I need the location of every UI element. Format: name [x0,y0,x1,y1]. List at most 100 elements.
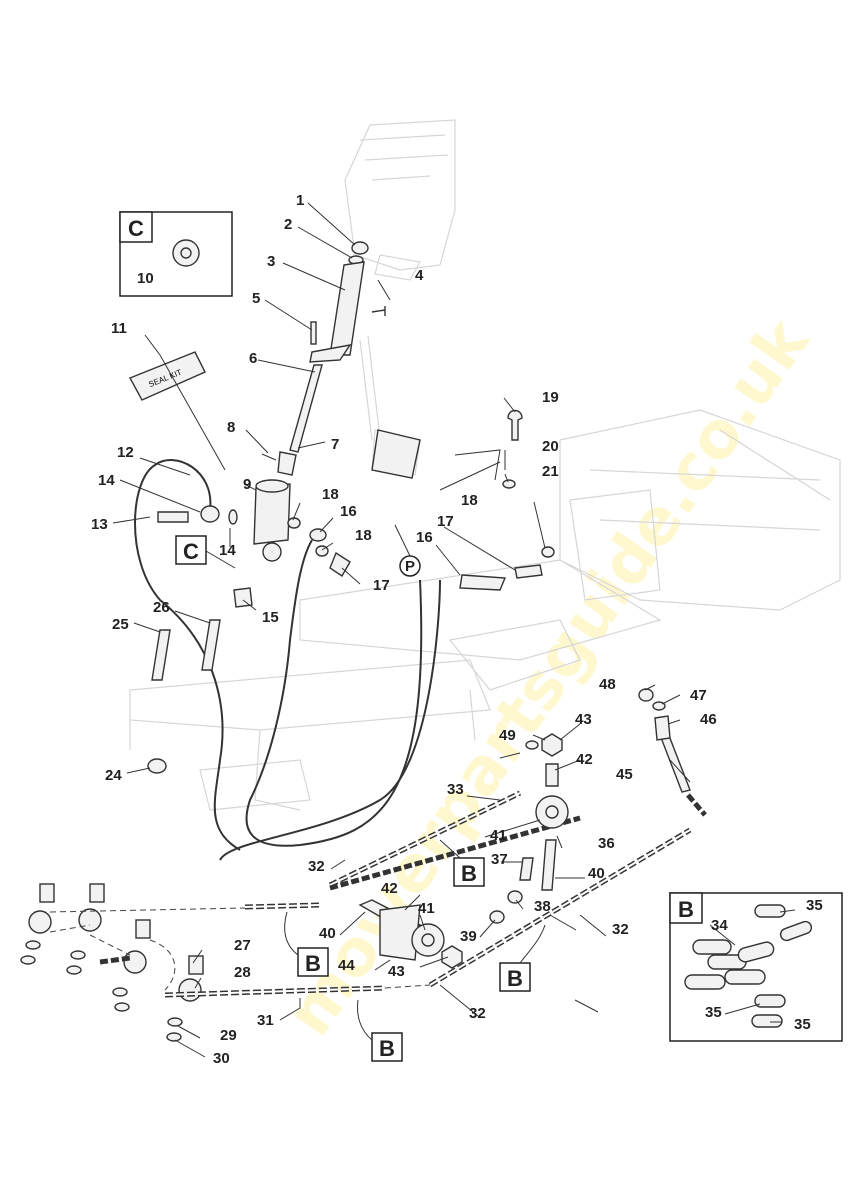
part-washer-14 [228,509,238,525]
callout-num: 9 [243,476,251,493]
part-sprocket-41b-hub [421,933,435,947]
part-motor-top [255,479,289,493]
ref-b3-letter: B [507,966,523,991]
part-link-34c [684,974,726,990]
chain-drive-parts [20,619,707,1042]
callout-num: 1 [296,192,304,209]
part-chain-32-mid-inner [244,904,321,908]
callout-num: 48 [599,676,616,693]
part-bracket-44 [379,904,421,961]
callout-num: 17 [437,513,454,530]
part-washer-1 [351,241,369,255]
part-hose-12 [134,459,241,851]
ref-b4-letter: B [379,1036,395,1061]
callout-num: 38 [534,898,551,915]
part-bolt-5 [310,321,317,345]
callout-num: 32 [612,921,629,938]
callout-num: 33 [447,781,464,798]
part-spring-37 [519,857,534,881]
part-valve-block [371,429,421,479]
ref-c-arrow [205,550,236,569]
callout-num: 43 [388,963,405,980]
callout-num: 19 [542,389,559,406]
callout-leader-lines [112,202,796,1058]
callout-num: 39 [460,928,477,945]
callout-num: 30 [213,1050,230,1067]
part-washer-b2 [66,965,82,975]
steering-column-parts: SEAL KIT [129,241,555,861]
part-sprocket-41-hub [545,805,559,819]
ref-b2-arrow [284,911,299,956]
part-link-35a [754,904,786,918]
callout-num: 27 [234,937,251,954]
ref-b1-letter: B [461,861,477,886]
callout-num: 44 [338,957,355,974]
part-link-35b [779,920,813,942]
part-link-34a [692,939,732,955]
callout-num: 47 [690,687,707,704]
ref-b3-arrow [519,924,546,964]
part-bushing-right [135,919,151,939]
ref-b3-frame [499,962,531,992]
part-washer-29 [167,1017,183,1027]
part-chain-33-inner [329,792,521,886]
ref-c-letter: C [183,539,199,564]
part-nut-43b [441,945,463,969]
part-seal-kit-11 [129,351,206,401]
part-bolt-19 [507,409,523,441]
part-bushing-15 [233,587,253,608]
callout-num: 18 [322,486,339,503]
background-machine-outline [129,119,841,811]
part-sprocket-b [78,908,102,932]
callout-num: 17 [373,577,390,594]
part-washer-b1 [70,950,86,960]
part-pin-8 [261,453,277,461]
ref-b1-frame [453,857,485,887]
part-sprocket-28 [178,978,202,1002]
callout-num: 18 [355,527,372,544]
ref-p-arrow [394,524,411,557]
callout-num: 11 [111,320,127,337]
part-link-34d [724,969,766,985]
part-coupler-7 [277,451,297,476]
callout-num: 13 [91,516,108,533]
inline-reference-boxes: C P B B B B [175,524,546,1062]
part-washer-49 [525,740,539,750]
part-rod-20 [439,449,501,491]
callout-num: 28 [234,964,251,981]
callout-numbers: 1 2 3 4 5 6 7 8 9 10 11 12 13 14 14 15 1… [91,192,823,1067]
part-return-hose [219,579,441,861]
inset-b-box: B [669,892,843,1042]
part-bracket-5 [309,344,352,363]
part-hose-end-16 [459,574,507,591]
part-fitting-14 [200,505,220,523]
callout-num: 5 [252,290,260,307]
callout-num: 36 [598,835,615,852]
ref-c-frame [175,535,207,565]
callout-num: 7 [331,436,339,453]
part-spacer-42 [545,763,559,787]
callout-num: 40 [588,865,605,882]
ref-b2-letter: B [305,951,321,976]
ref-b4-arrow [357,999,373,1041]
part-chain-32-upper [329,815,581,891]
callout-num: 16 [416,529,433,546]
part-chain-32-lower-inner [429,829,691,986]
part-chain-end [686,793,707,817]
callout-num: 34 [711,917,728,934]
part-washer-21 [502,479,516,489]
ref-p-letter: P [405,558,415,575]
part-seal-18c [541,546,555,558]
callout-num: 8 [227,419,235,436]
part-rod-45 [659,732,691,793]
callout-num: 16 [340,503,357,520]
part-sprocket-10-hub [180,247,192,259]
part-link-35c [754,994,786,1008]
callout-num: 35 [794,1016,811,1033]
part-sprocket-c [123,950,147,974]
part-screw-4 [371,306,386,316]
callout-num: 2 [284,216,292,233]
part-adapter-17b [514,564,543,579]
callout-num: 4 [415,267,424,284]
